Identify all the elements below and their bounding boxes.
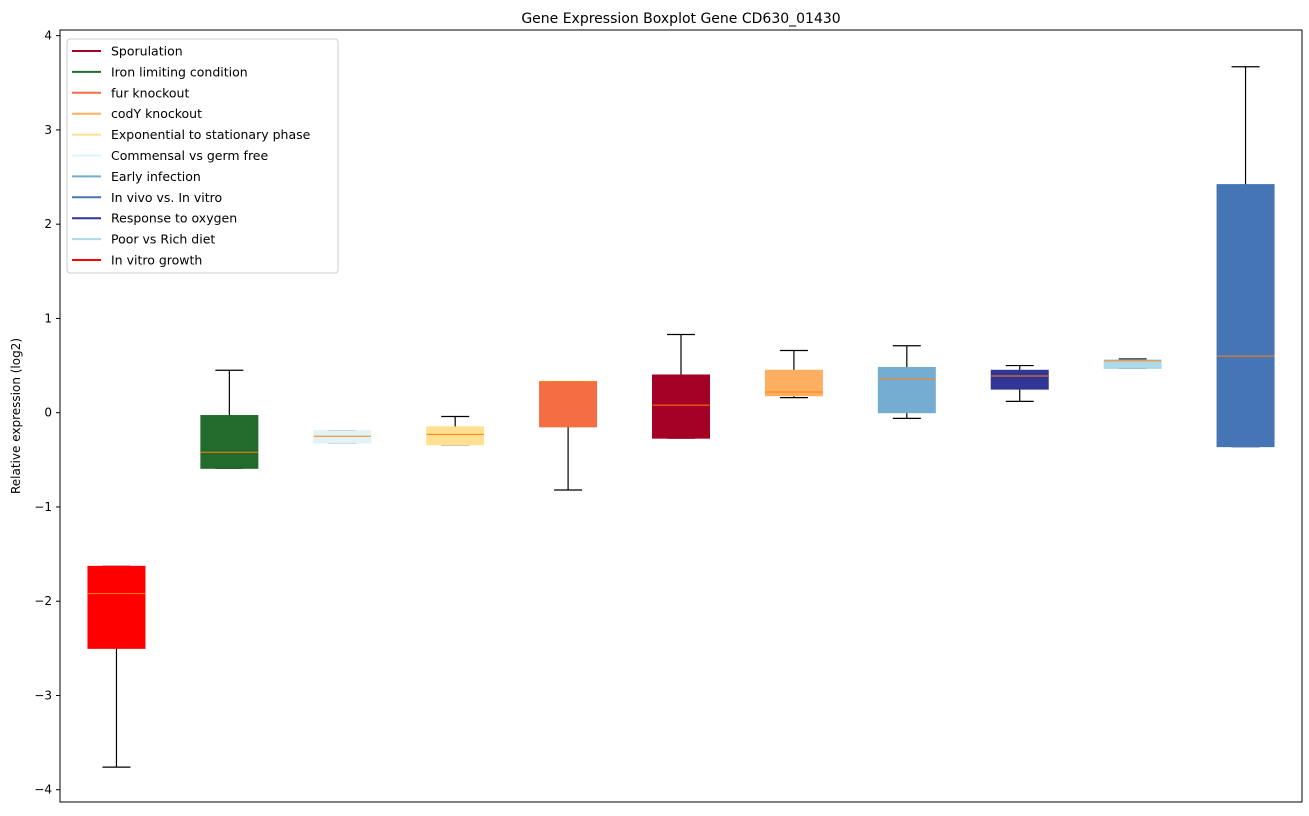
- legend-label: Iron limiting condition: [111, 64, 248, 79]
- legend-label: Poor vs Rich diet: [111, 232, 215, 247]
- box-fur-knockout: [539, 380, 598, 491]
- legend-label: In vitro growth: [111, 253, 202, 268]
- box-iqr: [200, 415, 259, 469]
- box-iron-limiting-condition: [200, 369, 259, 469]
- legend-label: codY knockout: [111, 106, 202, 121]
- box-early-infection: [877, 345, 936, 419]
- box-in-vivo-vs-in-vitro: [1216, 66, 1275, 448]
- box-iqr: [539, 381, 598, 428]
- legend-label: Early infection: [111, 169, 201, 184]
- legend-label: Exponential to stationary phase: [111, 127, 311, 142]
- box-cody-knockout: [764, 349, 823, 399]
- box-iqr: [652, 374, 710, 439]
- y-tick-label: −4: [34, 783, 52, 797]
- box-iqr: [1103, 359, 1162, 369]
- legend-label: Sporulation: [111, 44, 183, 59]
- box-in-vitro-growth: [87, 565, 146, 768]
- boxes: [87, 66, 1275, 768]
- box-response-to-oxygen: [990, 364, 1049, 402]
- legend-label: Response to oxygen: [111, 211, 237, 226]
- plot-frame: [59, 29, 1303, 803]
- y-tick-label: −2: [34, 594, 52, 608]
- box-iqr: [877, 366, 936, 414]
- y-axis: −4 −3 −2 −1 0 1 2 3 4: [34, 29, 60, 797]
- y-tick-label: 2: [44, 217, 52, 231]
- box-commensal-vs-germ-free: [313, 430, 372, 444]
- y-axis-label: Relative expression (log2): [9, 338, 23, 494]
- chart-title: Gene Expression Boxplot Gene CD630_01430: [521, 11, 840, 27]
- box-sporulation: [652, 333, 710, 439]
- box-exponential-to-stationary-phase: [426, 415, 485, 446]
- y-tick-label: 4: [44, 29, 52, 43]
- y-tick-label: −1: [34, 500, 52, 514]
- legend-label: fur knockout: [111, 85, 189, 100]
- legend-frame: [66, 38, 339, 274]
- legend-label: Commensal vs germ free: [111, 148, 268, 163]
- box-iqr: [990, 369, 1049, 390]
- box-iqr: [1216, 184, 1275, 448]
- y-tick-label: −3: [34, 688, 52, 702]
- box-poor-vs-rich-diet: [1103, 358, 1162, 369]
- y-tick-label: 0: [44, 406, 52, 420]
- box-iqr: [426, 426, 485, 446]
- legend-label: In vivo vs. In vitro: [111, 190, 222, 205]
- box-iqr: [87, 565, 146, 649]
- y-tick-label: 1: [44, 311, 52, 325]
- y-tick-label: 3: [44, 123, 52, 137]
